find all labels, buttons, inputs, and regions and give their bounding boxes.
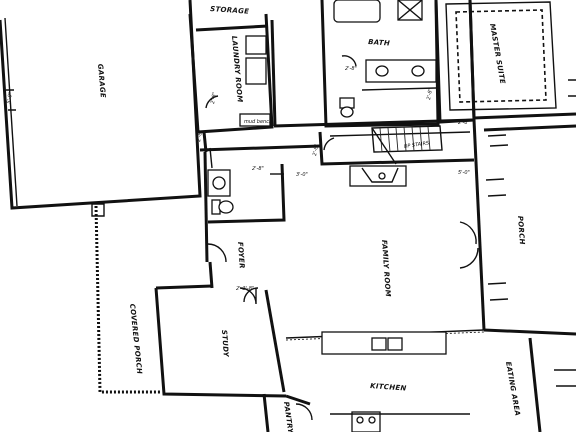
dim-study: 2'-2'-8" bbox=[236, 286, 254, 292]
porch-post bbox=[91, 203, 105, 217]
dim-bath: 2'-8" bbox=[345, 66, 357, 72]
bathtub bbox=[333, 0, 381, 23]
room-foyer: FOYER bbox=[236, 242, 246, 269]
covered-porch-outline bbox=[94, 205, 160, 394]
doors bbox=[205, 55, 479, 421]
room-garage: GARAGE bbox=[96, 63, 107, 98]
room-family: FAMILY ROOM bbox=[380, 240, 392, 298]
range bbox=[351, 411, 381, 432]
dim-family-east: 5'-0" bbox=[458, 170, 470, 176]
room-kitchen: KITCHEN bbox=[370, 382, 407, 393]
dim-garage-door: 2'-8" bbox=[196, 130, 204, 143]
stairs bbox=[371, 125, 443, 165]
washer bbox=[245, 35, 267, 55]
room-covered-porch: COVERED PORCH bbox=[128, 303, 143, 374]
kitchen-sink-1 bbox=[371, 337, 387, 351]
room-pantry: PANTRY bbox=[282, 401, 294, 432]
sink-1 bbox=[375, 65, 389, 77]
dryer bbox=[245, 57, 267, 85]
dim-family-west: 3'-0" bbox=[296, 172, 308, 178]
dim-garage-side: 5'-0" bbox=[6, 92, 14, 105]
label-up-stairs: UP STAIRS bbox=[403, 140, 430, 150]
room-storage: STORAGE bbox=[210, 5, 250, 16]
interior-details bbox=[209, 87, 485, 341]
room-bath: BATH bbox=[368, 38, 390, 48]
dim-bath-side: 2'-8" bbox=[426, 88, 434, 101]
mud-bench bbox=[239, 113, 271, 127]
label-mud-bench: mud bench bbox=[244, 119, 272, 125]
room-master-suite: MASTER SUITE bbox=[488, 23, 507, 85]
master-tray-ceiling bbox=[445, 1, 557, 111]
windows bbox=[6, 79, 576, 387]
kitchen-sink-2 bbox=[387, 337, 403, 351]
room-study: STUDY bbox=[220, 330, 230, 358]
sink-2 bbox=[411, 65, 425, 77]
room-porch: PORCH bbox=[516, 216, 526, 245]
dim-half-bath: 2'-8" bbox=[252, 166, 264, 172]
dim-hall: 2'-8" bbox=[312, 144, 320, 157]
dim-master-door: 2'-8" bbox=[458, 120, 470, 126]
room-eating-area: EATING AREA bbox=[504, 361, 521, 417]
room-laundry: LAUNDRY ROOM bbox=[230, 35, 244, 102]
fixtures bbox=[207, 0, 470, 432]
dim-laundry: 2'-8" bbox=[210, 92, 218, 105]
